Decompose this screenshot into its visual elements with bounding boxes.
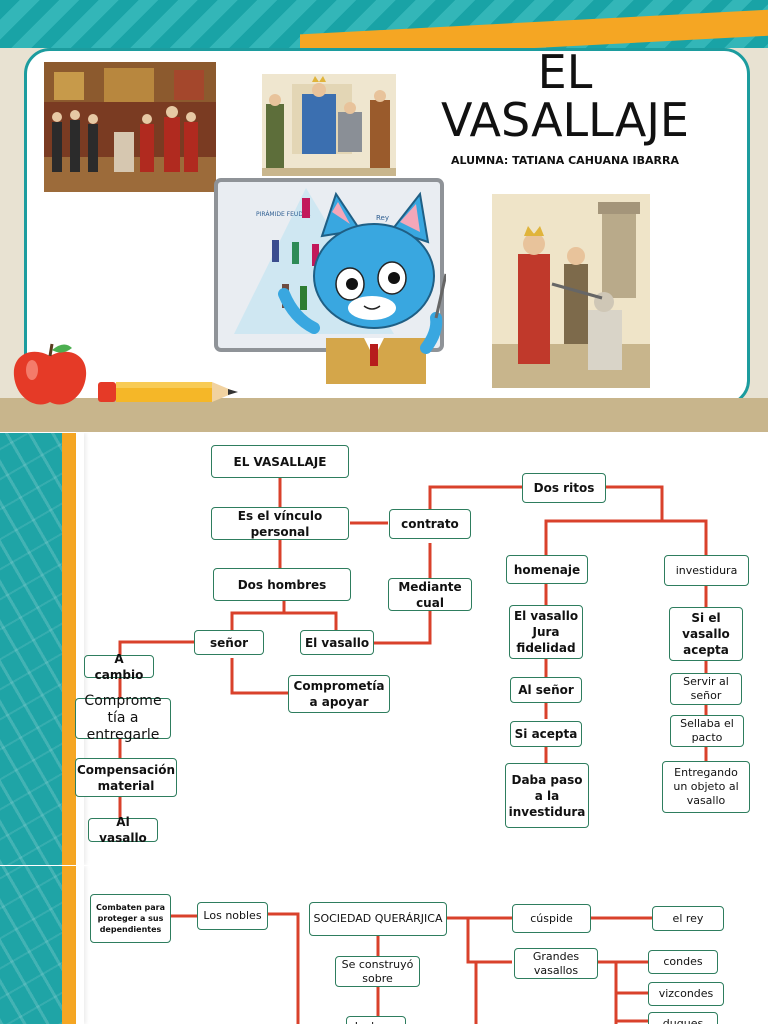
- node-al-vasallo: Al vasallo: [88, 815, 158, 845]
- pyramid-label: PIRÁMIDE FEUDAL: [256, 211, 311, 218]
- apple-icon: [13, 343, 87, 405]
- node-la-base: La base: [346, 1016, 406, 1024]
- node-cuspide: cúspide: [512, 904, 591, 933]
- node-servir: Servir al señor: [670, 673, 742, 705]
- node-mediante: Mediante cual: [388, 578, 472, 611]
- node-combaten: Combaten para proteger a sus dependiente…: [90, 894, 171, 943]
- node-compensacion: Compensación material: [75, 758, 177, 797]
- node-entregando: Entregando un objeto al vasallo: [662, 761, 750, 813]
- pencil-icon: [98, 382, 238, 402]
- node-daba-paso: Daba paso a la investidura: [505, 763, 589, 828]
- node-condes: condes: [648, 950, 718, 974]
- node-homenaje: homenaje: [506, 555, 588, 584]
- node-duques: duques: [648, 1012, 718, 1024]
- teal-pattern-sidebar: [0, 866, 62, 1024]
- node-vinculo: Es el vínculo personal: [211, 507, 349, 540]
- orange-sidebar-strip: [62, 866, 76, 1024]
- orange-sidebar-strip: [62, 433, 76, 865]
- node-jura-fidelidad: El vasallo Jura fidelidad: [509, 605, 583, 659]
- society-map-slide: Combaten para proteger a sus dependiente…: [0, 866, 768, 1024]
- node-sociedad: SOCIEDAD QUERÁRJICA: [309, 902, 447, 936]
- concept-map-slide: EL VASALLAJE Es el vínculo personal cont…: [0, 433, 768, 865]
- knighting-illustration: [492, 194, 650, 388]
- node-construyo: Se construyó sobre: [335, 956, 420, 987]
- node-si-acepta: Si acepta: [510, 721, 582, 747]
- desk-surface: [0, 398, 768, 432]
- node-sellaba: Sellaba el pacto: [670, 715, 744, 747]
- node-comprometia-apoyar: Comprometía a apoyar: [288, 675, 390, 713]
- medieval-court-painting: [44, 62, 216, 192]
- cover-title: EL VASALLAJE: [441, 45, 689, 147]
- teal-pattern-sidebar: [0, 433, 62, 865]
- node-root: EL VASALLAJE: [211, 445, 349, 478]
- connector-lines: [171, 912, 652, 1024]
- node-contrato: contrato: [389, 509, 471, 539]
- king-label: Rey: [376, 214, 389, 222]
- node-vasallo: El vasallo: [300, 630, 374, 655]
- node-los-nobles: Los nobles: [197, 902, 268, 930]
- node-grandes-vasallos: Grandes vasallos: [514, 948, 598, 979]
- student-name: ALUMNA: TATIANA CAHUANA IBARRA: [450, 154, 680, 167]
- node-dos-ritos: Dos ritos: [522, 473, 606, 503]
- node-si-vasallo-acepta: Si el vasallo acepta: [669, 607, 743, 661]
- connector-lines: [118, 478, 708, 818]
- node-senor: señor: [194, 630, 264, 655]
- teacher-cat-board: PIRÁMIDE FEUDAL Rey: [214, 178, 446, 384]
- node-investidura: investidura: [664, 555, 749, 586]
- cover-slide: EL VASALLAJE ALUMNA: TATIANA CAHUANA IBA…: [0, 0, 768, 432]
- node-comprometia-entregar: Comprome tía a entregarle: [75, 693, 171, 743]
- node-vizcondes: vizcondes: [648, 982, 724, 1006]
- node-al-senor: Al señor: [510, 677, 582, 703]
- node-a-cambio: A cambio: [84, 652, 154, 682]
- node-dos-hombres: Dos hombres: [213, 568, 351, 601]
- node-el-rey: el rey: [652, 906, 724, 931]
- homage-illustration: [262, 74, 396, 176]
